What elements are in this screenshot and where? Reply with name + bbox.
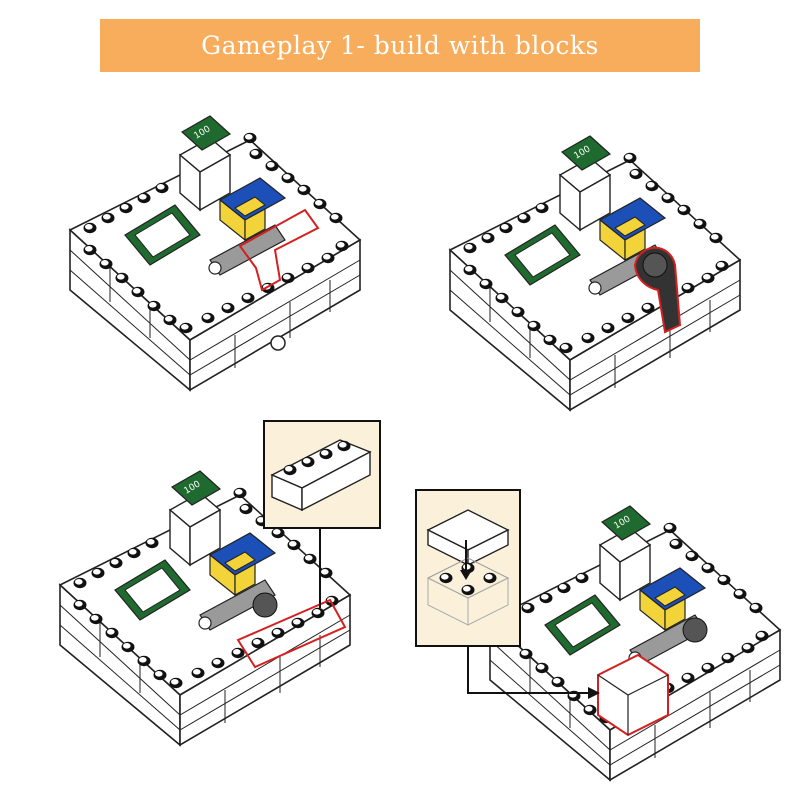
right-arrow-icon [588,687,600,699]
gear-icon [252,592,278,618]
banner-title: Gameplay 1- build with blocks [201,31,599,60]
step-4-model: 100 [490,506,780,780]
step-2-model: 100 [450,136,740,410]
step-1-model: 100 [70,116,360,390]
highlight-top-block [597,653,669,737]
step-3-model: 100 [60,471,350,745]
step-3-callout [263,420,381,608]
gear-icon [642,252,668,278]
title-banner: Gameplay 1- build with blocks [100,19,700,72]
gear-icon [682,617,708,643]
highlight-lever [238,208,320,292]
highlight-side-bricks [236,598,347,669]
down-arrow-icon [460,570,472,580]
axle-icon [270,335,286,351]
step-4-callout [415,489,600,699]
